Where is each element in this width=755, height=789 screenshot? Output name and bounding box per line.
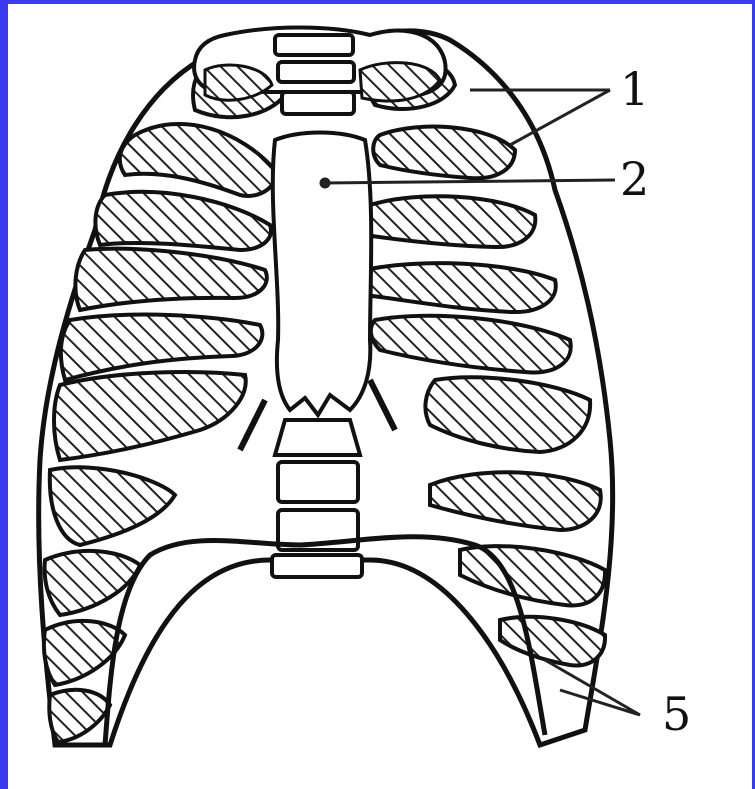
lower-vertebrae	[272, 420, 362, 577]
label-2: 2	[620, 152, 649, 206]
label-1: 1	[620, 62, 649, 116]
vertebra-upper-2	[278, 62, 354, 82]
vertebra-upper-3	[282, 92, 354, 114]
label-5: 5	[662, 687, 691, 741]
vertebra-upper-1	[275, 35, 353, 55]
sternum	[273, 133, 371, 416]
